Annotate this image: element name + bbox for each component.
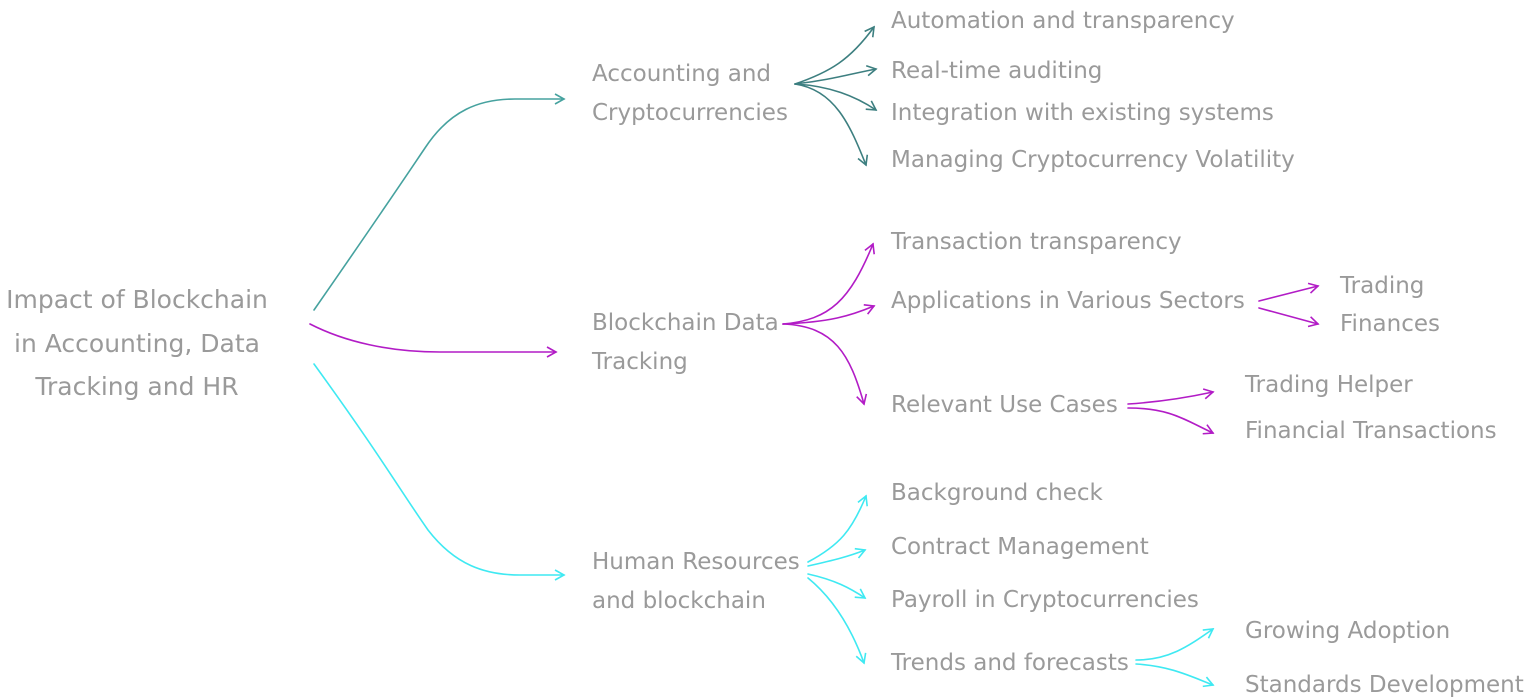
branch-hr: Human Resources and blockchain Backgroun… xyxy=(592,480,1524,698)
node-growing-adoption: Growing Adoption xyxy=(1245,618,1450,644)
edge-use-cases-to-financial-transactions xyxy=(1127,407,1215,435)
branch-data-tracking-line-1: Blockchain Data xyxy=(592,310,779,336)
node-payroll-crypto: Payroll in Cryptocurrencies xyxy=(891,587,1199,613)
edge-tracking-to-transparency xyxy=(782,242,875,325)
edge-root-to-data-tracking xyxy=(309,323,558,358)
branch-hr-line-2: and blockchain xyxy=(592,588,766,614)
edge-hr-to-background-check xyxy=(807,494,868,563)
edge-tracking-to-use-cases xyxy=(782,323,868,406)
node-real-time-auditing: Real-time auditing xyxy=(891,58,1102,84)
node-applications-sectors: Applications in Various Sectors xyxy=(891,288,1245,314)
edge-accounting-to-volatility xyxy=(794,83,869,167)
node-financial-transactions: Financial Transactions xyxy=(1245,418,1497,444)
node-standards-development: Standards Development xyxy=(1245,672,1524,698)
node-contract-management: Contract Management xyxy=(891,534,1149,560)
root-node: Impact of Blockchain in Accounting, Data… xyxy=(6,285,268,401)
edge-accounting-to-integration xyxy=(794,83,878,111)
root-label-line-1: Impact of Blockchain xyxy=(6,285,268,314)
edge-hr-to-contract-management xyxy=(807,547,867,567)
node-managing-volatility: Managing Cryptocurrency Volatility xyxy=(891,147,1295,173)
branch-accounting: Accounting and Cryptocurrencies Automati… xyxy=(592,8,1295,173)
edge-accounting-to-auditing xyxy=(794,65,878,85)
edge-accounting-to-automation xyxy=(794,25,875,85)
edge-applications-to-finances xyxy=(1258,307,1320,328)
edge-trends-to-standards xyxy=(1135,663,1215,688)
node-automation-transparency: Automation and transparency xyxy=(891,8,1235,34)
edge-tracking-to-applications xyxy=(782,304,876,325)
branch-data-tracking: Blockchain Data Tracking Transaction tra… xyxy=(591,229,1497,444)
edge-root-to-hr xyxy=(313,363,566,581)
node-background-check: Background check xyxy=(891,480,1104,506)
branch-accounting-line-2: Cryptocurrencies xyxy=(592,100,788,126)
root-label-line-2: in Accounting, Data xyxy=(14,329,260,358)
node-finances: Finances xyxy=(1340,311,1440,337)
branch-hr-line-1: Human Resources xyxy=(592,549,800,575)
root-label-line-3: Tracking and HR xyxy=(34,372,238,401)
edge-hr-to-payroll xyxy=(807,573,867,599)
edge-trends-to-growing-adoption xyxy=(1135,628,1215,661)
node-relevant-use-cases: Relevant Use Cases xyxy=(891,392,1118,418)
branch-accounting-line-1: Accounting and xyxy=(592,61,771,87)
node-trends-forecasts: Trends and forecasts xyxy=(890,650,1129,676)
edge-hr-to-trends xyxy=(807,577,867,665)
branch-data-tracking-line-2: Tracking xyxy=(591,349,688,375)
edge-root-to-accounting xyxy=(313,93,566,311)
node-integration-systems: Integration with existing systems xyxy=(891,100,1274,126)
node-trading: Trading xyxy=(1339,273,1424,299)
node-transaction-transparency: Transaction transparency xyxy=(890,229,1182,255)
edge-use-cases-to-trading-helper xyxy=(1127,388,1215,405)
node-trading-helper: Trading Helper xyxy=(1244,372,1413,398)
edge-applications-to-trading xyxy=(1258,282,1320,302)
